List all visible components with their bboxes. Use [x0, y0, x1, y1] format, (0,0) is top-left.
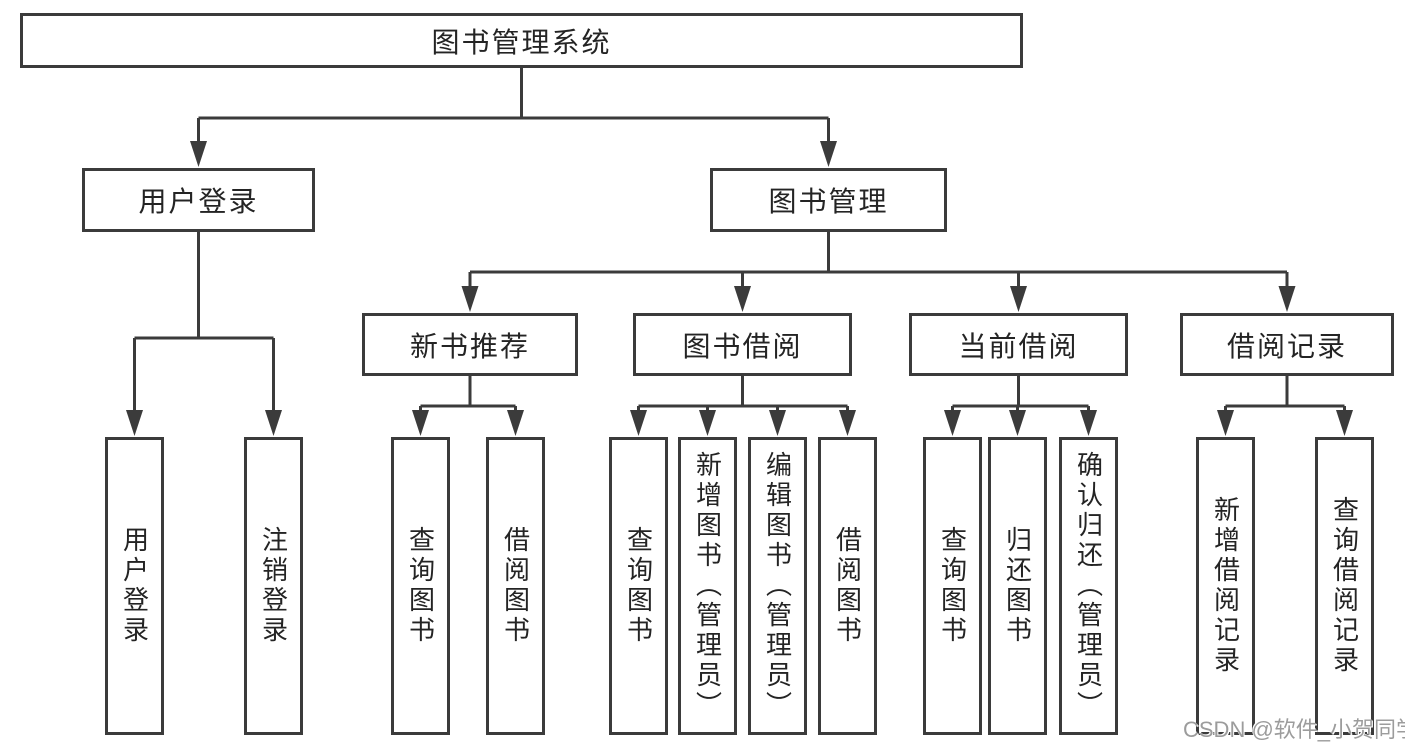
leaf-label: 注销登录	[258, 526, 289, 646]
csdn-watermark: CSDN @软件_小贺同学	[1183, 717, 1405, 742]
node-user-login: 用户登录	[82, 168, 315, 232]
arrowhead-icon	[839, 410, 856, 436]
leaf-edit-book-admin: 编辑图书（管理员）	[748, 437, 807, 735]
connector-current-borrow-children	[944, 376, 1097, 436]
leaf-confirm-return-admin: 确认归还（管理员）	[1059, 437, 1118, 735]
arrowhead-icon	[190, 141, 207, 167]
leaf-label: 新增图书（管理员）	[692, 451, 723, 721]
leaf-user-login: 用户登录	[105, 437, 164, 735]
connector-borrow-record-children	[1217, 376, 1353, 436]
connector-book-mgmt-to-level3	[461, 232, 1296, 312]
leaf-label: 查询图书	[405, 526, 436, 646]
leaf-label: 确认归还（管理员）	[1073, 451, 1104, 721]
leaf-borrow-book-newrec: 借阅图书	[486, 437, 545, 735]
connector-new-book-children	[412, 376, 524, 436]
arrowhead-icon	[820, 141, 837, 167]
leaf-label: 借阅图书	[500, 526, 531, 646]
arrowhead-icon	[734, 286, 751, 312]
arrowhead-icon	[461, 286, 479, 312]
arrowhead-icon	[1010, 286, 1027, 312]
arrowhead-icon	[507, 410, 524, 436]
node-root-system: 图书管理系统	[20, 13, 1023, 68]
leaf-add-borrow-record: 新增借阅记录	[1196, 437, 1255, 735]
arrowhead-icon	[944, 410, 961, 436]
arrowhead-icon	[126, 410, 143, 436]
arrowhead-icon	[769, 410, 786, 436]
node-book-management: 图书管理	[710, 168, 947, 232]
leaf-query-book-newrec: 查询图书	[391, 437, 450, 735]
arrowhead-icon	[265, 410, 282, 436]
node-current-borrow: 当前借阅	[909, 313, 1128, 376]
leaf-logout: 注销登录	[244, 437, 303, 735]
leaf-borrow-book: 借阅图书	[818, 437, 877, 735]
leaf-label: 编辑图书（管理员）	[762, 451, 793, 721]
leaf-label: 查询借阅记录	[1329, 496, 1360, 676]
leaf-add-book-admin: 新增图书（管理员）	[678, 437, 737, 735]
node-book-borrow: 图书借阅	[633, 313, 852, 376]
leaf-label: 查询图书	[623, 526, 654, 646]
leaf-query-book-current: 查询图书	[923, 437, 982, 735]
node-borrow-record: 借阅记录	[1180, 313, 1394, 376]
connector-root-to-level2	[190, 68, 837, 167]
arrowhead-icon	[1336, 410, 1353, 436]
leaf-label: 查询图书	[937, 526, 968, 646]
leaf-label: 归还图书	[1002, 526, 1033, 646]
arrowhead-icon	[1009, 410, 1026, 436]
arrowhead-icon	[630, 410, 647, 436]
arrowhead-icon	[1278, 286, 1296, 312]
leaf-query-book-borrow: 查询图书	[609, 437, 668, 735]
leaf-label: 借阅图书	[832, 526, 863, 646]
node-new-book-recommend: 新书推荐	[362, 313, 578, 376]
leaf-query-borrow-record: 查询借阅记录	[1315, 437, 1374, 735]
connector-user-login-children	[126, 232, 282, 436]
leaf-return-book: 归还图书	[988, 437, 1047, 735]
arrowhead-icon	[412, 410, 429, 436]
leaf-label: 用户登录	[119, 526, 150, 646]
arrowhead-icon	[699, 410, 716, 436]
leaf-label: 新增借阅记录	[1210, 496, 1241, 676]
connector-book-borrow-children	[630, 376, 856, 436]
arrowhead-icon	[1080, 410, 1097, 436]
arrowhead-icon	[1217, 410, 1234, 436]
